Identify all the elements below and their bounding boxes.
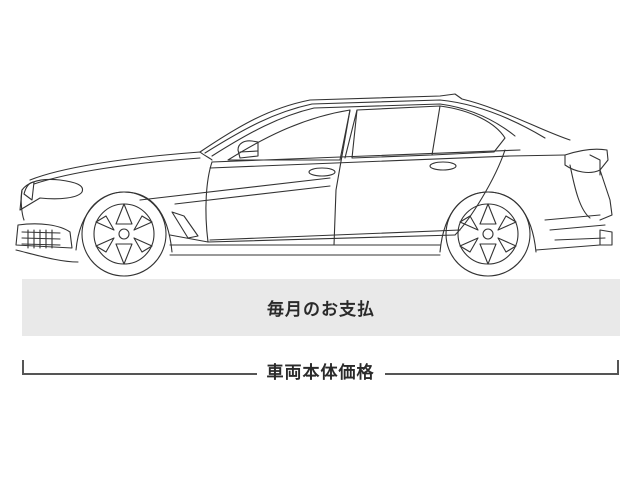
car-illustration <box>0 80 640 280</box>
bracket-right-tick <box>617 360 619 374</box>
vehicle-price-bracket: 車両本体価格 <box>22 356 619 390</box>
bracket-left-tick <box>22 360 24 374</box>
monthly-payment-label: 毎月のお支払 <box>267 300 375 320</box>
vehicle-price-label: 車両本体価格 <box>256 360 385 386</box>
monthly-payment-band: 毎月のお支払 <box>22 279 620 336</box>
